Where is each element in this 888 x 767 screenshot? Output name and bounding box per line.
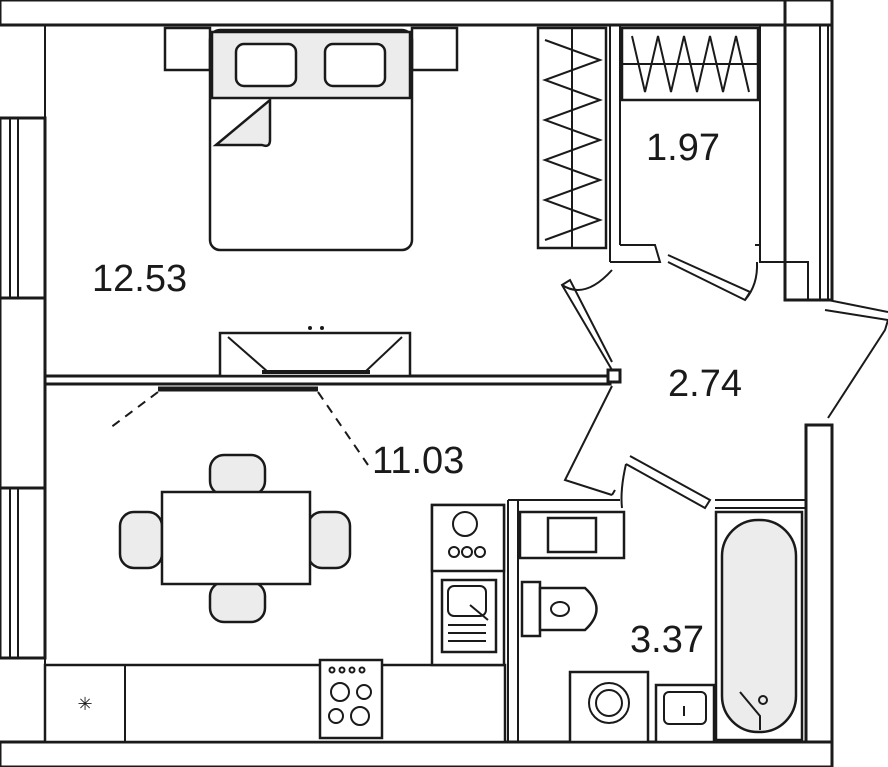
pillow-icon — [323, 42, 387, 88]
room-area-bathroom: 3.37 — [630, 619, 704, 661]
tv-icon — [218, 326, 412, 378]
stove-icon — [318, 658, 384, 740]
outer-walls — [0, 0, 834, 767]
bathtub-icon — [714, 510, 804, 742]
room-area-hallway: 2.74 — [668, 363, 742, 405]
bathroom — [518, 510, 804, 744]
doors — [560, 254, 888, 510]
wardrobe-icon — [536, 26, 760, 250]
chair-icon — [208, 580, 267, 624]
washing-machine-icon — [568, 670, 650, 744]
pillow-icon — [234, 42, 298, 88]
room-area-wardrobe: 1.97 — [646, 127, 720, 169]
room-area-kitchen-living: 11.03 — [372, 440, 464, 482]
kitchen: ✳ — [43, 503, 507, 744]
ventilation-icon: ✳ — [77, 694, 92, 715]
chair-icon — [118, 510, 164, 570]
toilet-icon — [520, 580, 598, 638]
chair-icon — [306, 510, 352, 570]
room-area-bedroom: 12.53 — [92, 258, 187, 300]
dining-table-icon — [118, 453, 352, 624]
chair-icon — [208, 453, 267, 497]
bed — [163, 26, 459, 252]
sink-icon — [440, 578, 498, 654]
